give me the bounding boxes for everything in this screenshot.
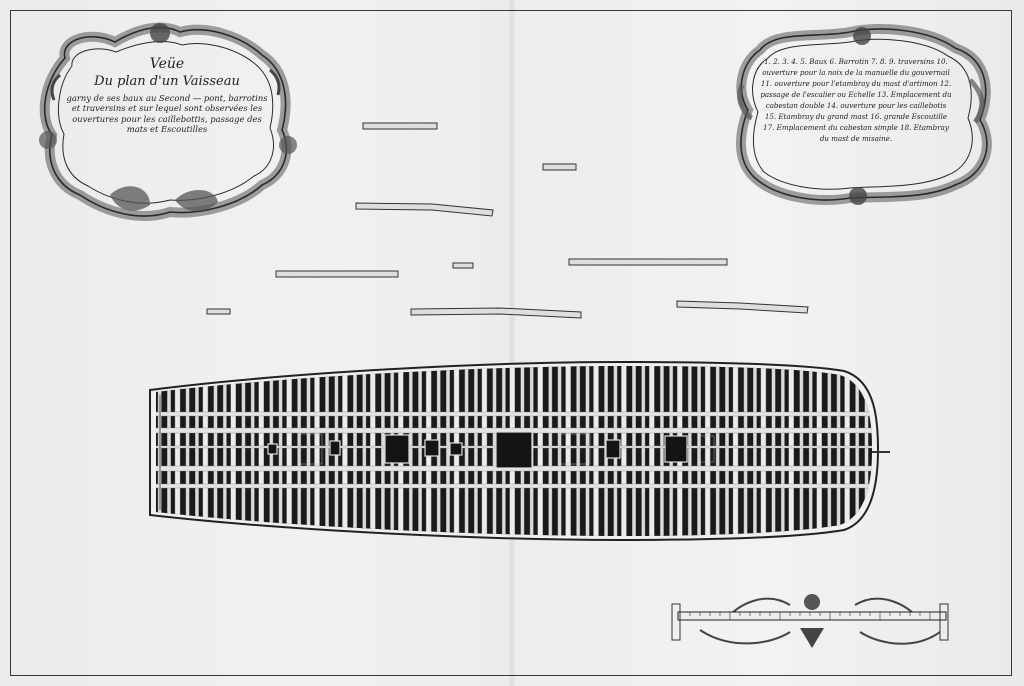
deck-frame [408,366,413,536]
deck-frame [697,366,702,536]
beam-6 [568,258,728,266]
deck-frame [474,366,478,536]
title-cartouche-text: Veüe Du plan d'un Vaisseau garny de ses … [62,56,272,135]
deck-frame [464,366,469,536]
deck-frame [771,366,776,536]
deck-beam [760,366,767,536]
deck-frame [297,366,302,536]
legend-cartouche [736,23,992,205]
beam-2 [542,163,577,171]
deck-frame [632,366,636,536]
deck-beam [481,366,488,536]
legend-cartouche-text: 1. 2. 3. 4. 5. Baux 6. Barrotin 7. 8. 9.… [760,57,952,143]
plate-border [10,10,1012,676]
deck-frame [306,366,311,536]
title-body: garny de ses baux au Second — pont, barr… [66,92,268,135]
deck-frame [278,366,283,536]
beam-4 [275,270,399,278]
deck-frame [715,366,720,536]
deck-frame [381,366,385,536]
deck-beam [258,366,264,536]
deck-frame [194,366,199,536]
deck-frame [827,366,832,536]
deck-frame [222,366,227,536]
deck-frame [548,366,553,536]
beam-9 [676,300,809,314]
deck-beam [788,366,794,536]
deck-frame [213,366,218,536]
deck-frame [585,366,590,536]
deck-frame [641,366,646,536]
hatch-fore [664,435,688,463]
deck-frame [446,366,450,536]
deck-beam [565,366,571,536]
deck-beam [649,366,655,536]
deck-frame [780,366,785,536]
deck-frame [241,366,246,536]
beam-5 [452,262,474,269]
deck-frame [687,366,692,536]
deck-frame [362,366,367,536]
deck-frame [576,366,581,536]
deck-beam [593,366,599,536]
deck-frame [855,366,860,536]
deck-frame [799,366,804,536]
deck-beam [286,366,292,536]
deck-frame [660,366,664,536]
deck-beam [844,366,850,536]
hatch-aft [384,434,410,464]
title-line-1: Veüe [149,56,185,72]
beam-8 [410,307,582,319]
deck-frame [418,366,422,536]
beam-1 [362,122,438,130]
deck-frame [753,366,757,536]
deck-beam [174,366,181,536]
deck-beam [314,366,320,536]
deck-frame [167,366,171,536]
beam-3 [355,202,494,217]
deck-frame [808,366,813,536]
deck-frame [250,366,255,536]
deck-frame [725,366,729,536]
deck-beam [732,366,739,536]
deck-frame [864,366,869,536]
deck-plan [149,360,890,542]
deck-beam [704,366,711,536]
deck-frame [325,366,329,536]
beam-7 [206,308,231,315]
deck-beam [342,366,348,536]
scale-bar [671,594,949,648]
deck-frame [836,366,841,536]
deck-frame [743,366,748,536]
deck-beam [230,366,237,536]
title-cartouche [39,22,297,221]
deck-beam [816,366,822,536]
deck-beam [370,366,376,536]
deck-beam [202,366,209,536]
deck-beam [621,366,627,536]
deck-beam [537,366,543,536]
deck-frame [557,366,562,536]
deck-frame [185,366,190,536]
hatch-grand-escoutille [495,431,533,469]
deck-frame [353,366,357,536]
title-line-2: Du plan d'un Vaisseau [94,73,240,89]
loose-beams [206,122,809,319]
